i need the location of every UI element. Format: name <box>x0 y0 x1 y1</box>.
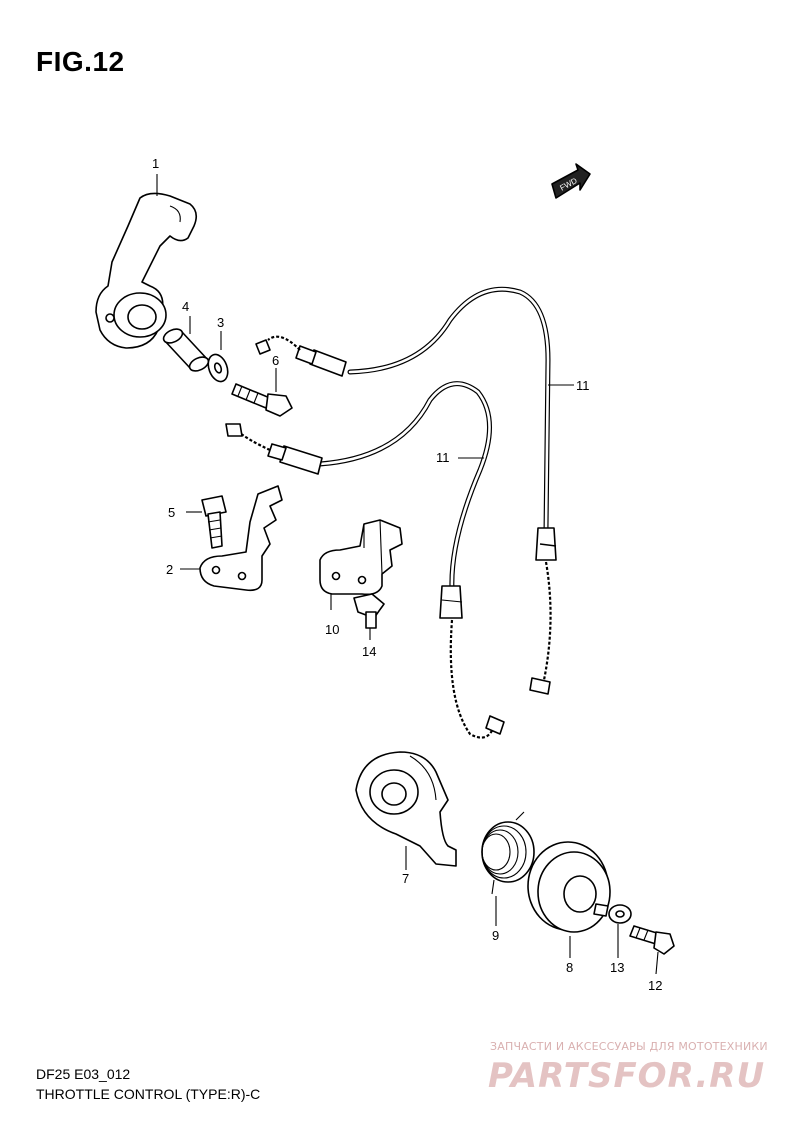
callout-3: 3 <box>217 315 224 330</box>
throttle-cam-part <box>355 751 457 867</box>
callout-4: 4 <box>182 299 189 314</box>
spring-cover-part <box>527 841 611 933</box>
callout-8: 8 <box>566 960 573 975</box>
callout-9: 9 <box>492 928 499 943</box>
callout-11-upper: 11 <box>576 378 590 393</box>
fwd-arrow-icon: FWD <box>551 163 591 199</box>
callout-1: 1 <box>152 156 159 171</box>
watermark-tagline: ЗАПЧАСТИ И АКСЕССУАРЫ ДЛЯ МОТОТЕХНИКИ <box>490 1040 768 1053</box>
leader-lines <box>156 174 659 975</box>
cable-bracket-part <box>199 485 283 592</box>
callout-5: 5 <box>168 505 175 520</box>
bracket-bolt-part <box>201 495 227 549</box>
callout-10: 10 <box>325 622 339 637</box>
callout-13: 13 <box>610 960 624 975</box>
callout-7: 7 <box>402 871 409 886</box>
callout-2: 2 <box>166 562 173 577</box>
bracket-bolt-b-part <box>353 593 385 629</box>
bolt-part <box>231 383 293 417</box>
cable-bracket-b-part <box>319 519 403 596</box>
throttle-cable-upper-part <box>255 286 557 695</box>
throttle-lever-part <box>95 192 198 349</box>
figure-title: FIG.12 <box>36 46 125 77</box>
figure-name: THROTTLE CONTROL (TYPE:R)-C <box>36 1086 261 1102</box>
washer-part <box>207 353 229 383</box>
cam-washer-part <box>608 904 632 924</box>
watermark-logo: PARTSFOR.RU <box>488 1056 766 1096</box>
callout-12: 12 <box>648 978 662 993</box>
callout-6: 6 <box>272 353 279 368</box>
collar-part <box>162 328 210 372</box>
model-code: DF25 E03_012 <box>36 1066 131 1082</box>
callout-labels: 1 2 3 4 5 6 7 8 9 10 11 11 12 13 14 <box>152 156 662 993</box>
torsion-spring-part <box>481 811 535 895</box>
throttle-cable-lower-part <box>225 381 505 739</box>
callout-14: 14 <box>362 644 376 659</box>
cam-bolt-part <box>629 925 675 955</box>
callout-11-lower: 11 <box>436 450 450 465</box>
